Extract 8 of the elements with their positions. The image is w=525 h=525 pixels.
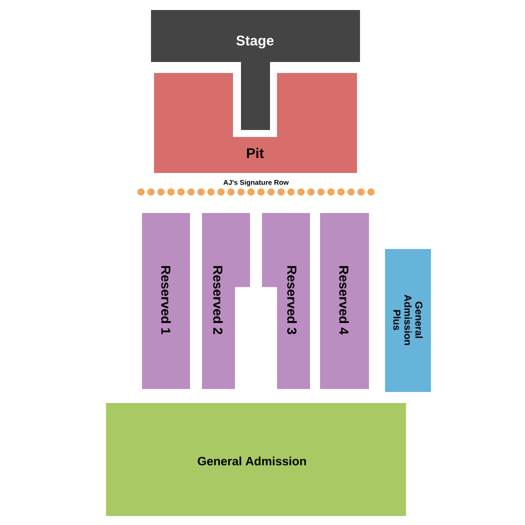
seating-section: Reserved 1: [142, 213, 190, 389]
seating-section: General Admission Plus: [385, 249, 431, 392]
pit-section: Pit: [154, 73, 357, 173]
seating-section: Reserved 4: [320, 213, 369, 389]
seating-section: Reserved 3: [262, 213, 310, 389]
seating-section: Reserved 2: [202, 213, 250, 389]
seating-section: General Admission: [106, 403, 406, 516]
stage-area: Stage: [151, 10, 360, 130]
